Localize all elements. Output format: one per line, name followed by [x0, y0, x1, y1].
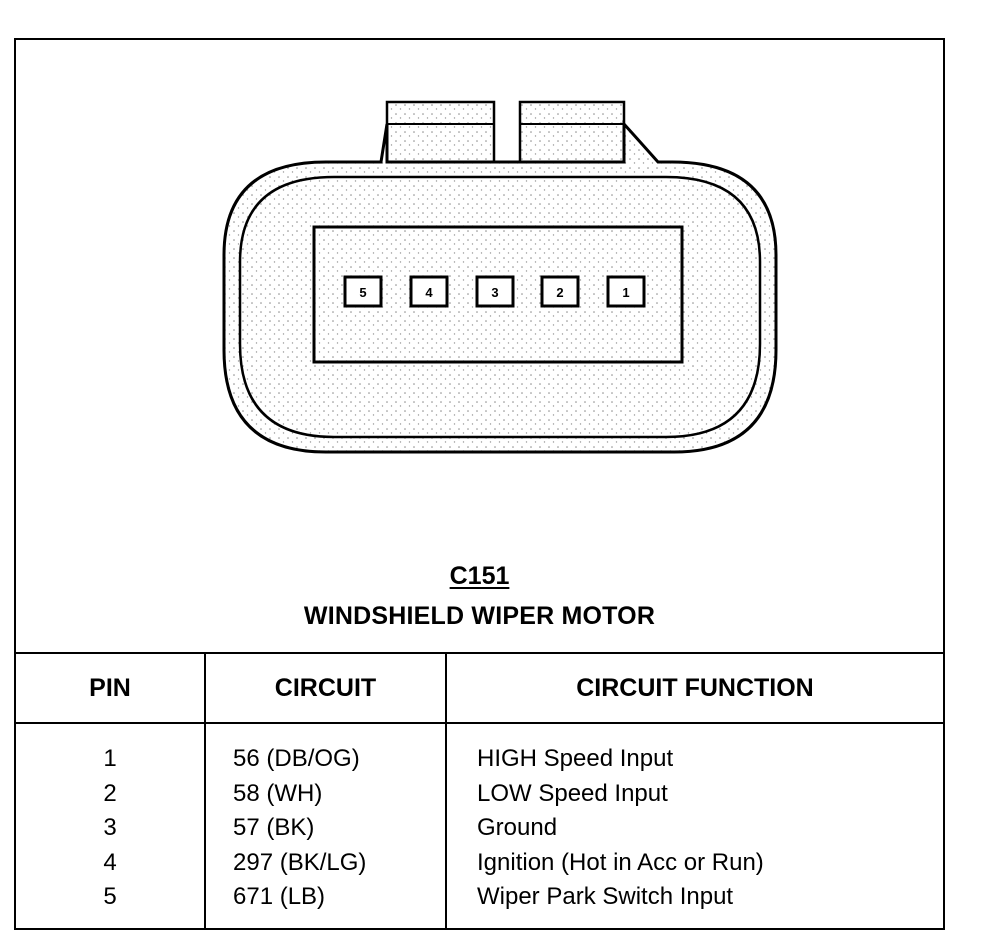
header-circuit-function: CIRCUIT FUNCTION: [445, 652, 943, 724]
pin-cavity: 3: [475, 275, 515, 308]
pin-cavity: 1: [606, 275, 646, 308]
table-body: 1 2 3 4 5 56 (DB/OG) 58 (WH) 57 (BK) 297…: [16, 723, 943, 930]
pin-cavity-label: 4: [425, 285, 433, 300]
header-circuit: CIRCUIT: [204, 652, 446, 724]
pin-cavity-label: 1: [622, 285, 629, 300]
header-pin: PIN: [16, 652, 205, 724]
circuit-cell: 671 (LB): [233, 883, 326, 910]
connector-name: WINDSHIELD WIPER MOTOR: [303, 602, 656, 630]
pin-cavity: 4: [409, 275, 449, 308]
pin-cavity-label: 2: [556, 285, 563, 300]
function-cell: LOW Speed Input: [477, 779, 668, 807]
pin-cell: 5: [103, 883, 117, 910]
function-cell: Ground: [477, 814, 558, 841]
function-cell: HIGH Speed Input: [477, 745, 674, 772]
pin-cavity-label: 5: [359, 285, 366, 300]
pin-cell: 1: [103, 745, 117, 772]
circuit-cell: 57 (BK): [233, 814, 315, 841]
function-cell: Ignition (Hot in Acc or Run): [477, 848, 764, 876]
locking-tab-left: [385, 100, 496, 164]
table-header-row: PIN CIRCUIT CIRCUIT FUNCTION: [16, 652, 943, 724]
circuit-cell: 56 (DB/OG): [233, 745, 360, 772]
pin-cell: 2: [103, 779, 117, 807]
circuit-column: 56 (DB/OG) 58 (WH) 57 (BK) 297 (BK/LG) 6…: [204, 723, 446, 930]
pin-cavity: 2: [540, 275, 580, 308]
pin-cavity: 5: [343, 275, 383, 308]
function-column: HIGH Speed Input LOW Speed Input Ground …: [445, 723, 943, 930]
connector-figure: 5 4 3 2 1 C151 WINDSHIELD WIPER MOTOR PI: [14, 38, 945, 930]
connector-id: C151: [449, 562, 510, 590]
circuit-cell: 297 (BK/LG): [233, 848, 367, 876]
pin-cavity-label: 3: [491, 285, 498, 300]
pin-cell: 3: [103, 814, 117, 841]
connector-face-drawing: 5 4 3 2 1: [222, 100, 778, 454]
locking-tab-right: [518, 100, 626, 164]
pin-cell: 4: [103, 848, 117, 876]
pin-column: 1 2 3 4 5: [16, 723, 205, 930]
pinout-table: PIN CIRCUIT CIRCUIT FUNCTION 1 2 3 4 5 5…: [16, 652, 943, 930]
function-cell: Wiper Park Switch Input: [477, 883, 734, 910]
circuit-cell: 58 (WH): [233, 779, 323, 807]
